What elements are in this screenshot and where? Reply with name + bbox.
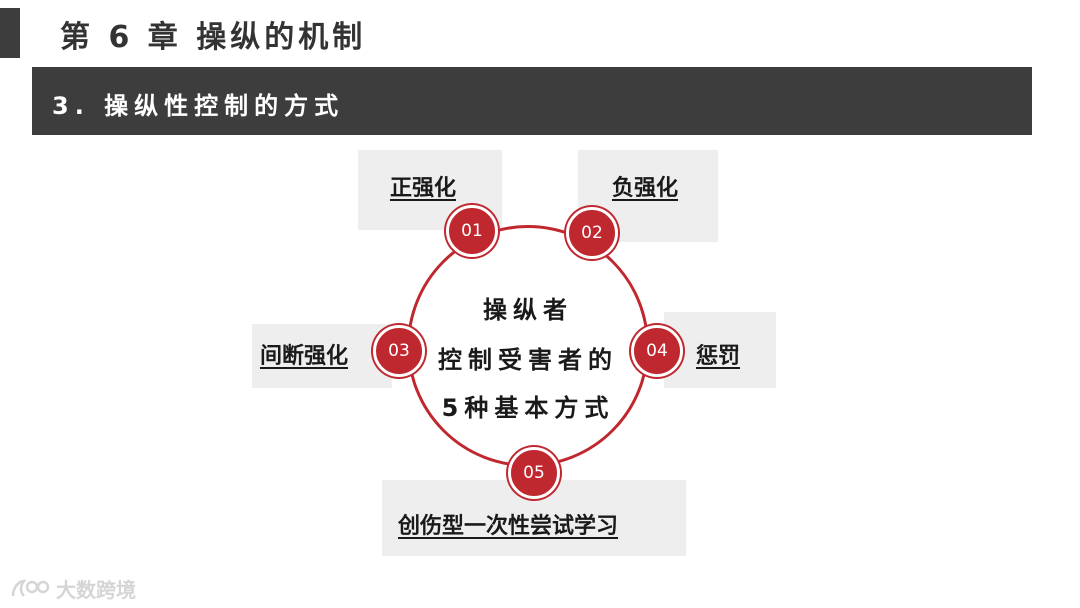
section-header-band <box>32 67 1032 135</box>
method-03-label-box <box>252 324 392 388</box>
section-title: 3. 操纵性控制的方式 <box>52 92 345 120</box>
center-text-line-1: 操纵者 <box>483 296 573 324</box>
method-05-badge: 05 <box>508 447 560 499</box>
chapter-marker-bar <box>0 8 20 58</box>
center-text-line-3: 5种基本方式 <box>441 394 615 422</box>
method-01-badge: 01 <box>446 205 498 257</box>
watermark-text: 大数跨境 <box>56 578 136 602</box>
method-05-label: 创伤型一次性尝试学习 <box>398 514 619 539</box>
method-02-badge: 02 <box>566 207 618 259</box>
method-03-badge: 03 <box>373 325 425 377</box>
method-02-label: 负强化 <box>612 176 679 201</box>
watermark: 大数跨境 <box>10 574 136 603</box>
brand-logo-icon <box>10 578 50 600</box>
method-04-badge: 04 <box>631 325 683 377</box>
method-03-label: 间断强化 <box>260 344 349 369</box>
center-text-line-2: 控制受害者的 <box>438 346 618 374</box>
method-01-label: 正强化 <box>390 176 457 201</box>
chapter-title: 第 6 章 操纵的机制 <box>60 20 367 55</box>
method-04-label: 惩罚 <box>696 344 741 369</box>
